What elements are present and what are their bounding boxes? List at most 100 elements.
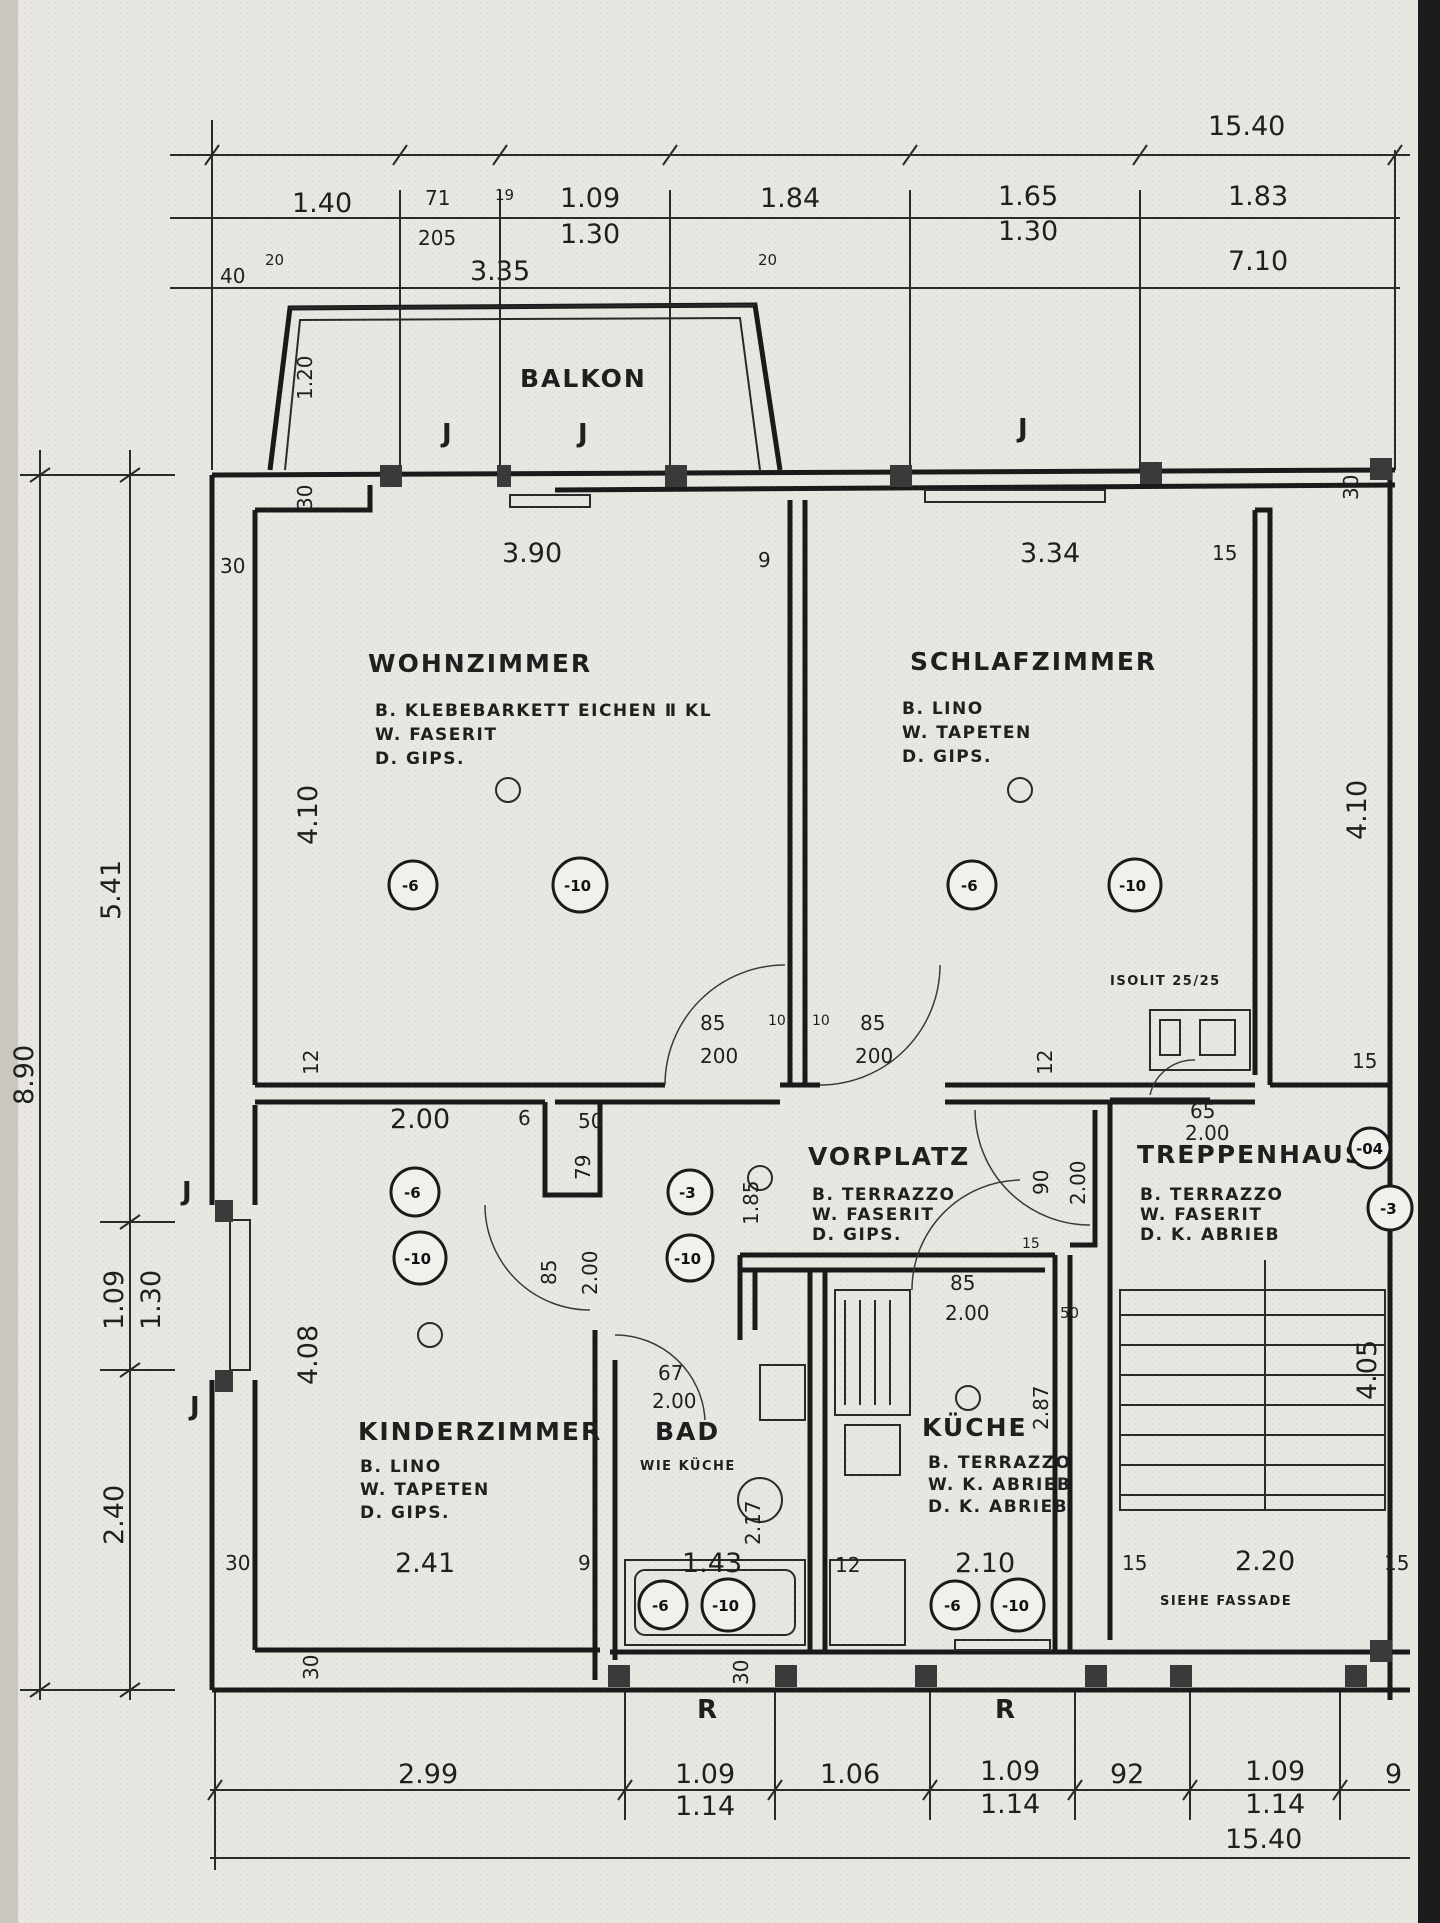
dim-top-2b: 205	[418, 226, 456, 250]
dim-balkon-b: 20	[265, 251, 284, 269]
window-markers: J J J J J R R	[180, 414, 1028, 1725]
kueche-ceiling: D. K. ABRIEB	[928, 1497, 1068, 1517]
dim-ku-door-w: 85	[950, 1271, 975, 1295]
dim-left-win-b: 1.30	[136, 1270, 167, 1330]
dim-wall-12-c: 12	[1033, 1050, 1057, 1075]
ceiling-lights	[417, 777, 1033, 1411]
window-j-5: J	[188, 1392, 200, 1422]
dim-wall-9-b: 9	[578, 1551, 591, 1575]
dim-tr-200: 2.00	[1066, 1160, 1090, 1205]
symbol-m10-kz: -10	[392, 1230, 448, 1286]
dim-sz-right: 15	[1212, 541, 1237, 565]
dim-bottom-2b: 1.14	[675, 1791, 735, 1822]
dim-wall-12-b: 12	[299, 1050, 323, 1075]
dim-ku-width: 2.10	[955, 1548, 1015, 1579]
dim-wz-height: 4.10	[293, 785, 324, 845]
schlafzimmer-floor: B. LINO	[902, 699, 984, 719]
schlafzimmer-label: SCHLAFZIMMER	[910, 647, 1157, 676]
dim-top-3: 19	[495, 186, 514, 204]
dim-bottom-3: 1.06	[820, 1759, 880, 1790]
treppenhaus-ceiling: D. K. ABRIEB	[1140, 1225, 1280, 1245]
dim-left-total: 8.90	[9, 1045, 40, 1105]
dim-ku-287: 2.87	[1029, 1385, 1053, 1430]
dim-wall-30-f: 30	[729, 1660, 753, 1685]
isolit-note: ISOLIT 25/25	[1110, 974, 1221, 989]
dim-overall-top: 15.40	[1208, 111, 1285, 142]
dim-balkon-d: 20	[758, 251, 777, 269]
balkon-label: BALKON	[520, 364, 647, 393]
wohnzimmer-ceiling: D. GIPS.	[375, 749, 465, 769]
window-r-2: R	[995, 1695, 1015, 1725]
fixtures	[624, 1009, 1251, 1646]
svg-text:-04: -04	[1356, 1140, 1383, 1158]
dim-wall-30-d: 30	[1339, 475, 1363, 500]
wohnzimmer-floor: B. KLEBEBARKETT EICHEN Ⅱ KL	[375, 701, 712, 721]
dim-top-5: 1.84	[760, 183, 820, 214]
dim-top-4b: 1.30	[560, 219, 620, 250]
bad-label: BAD	[655, 1417, 720, 1446]
dim-overall-bottom: 15.40	[1225, 1824, 1302, 1855]
dim-wall-15-a: 15	[1122, 1551, 1147, 1575]
symbol-m6-ku: -6	[929, 1579, 981, 1631]
dim-kz-top: 2.00	[390, 1104, 450, 1135]
svg-text:-6: -6	[652, 1597, 669, 1615]
dim-vp-185: 1.85	[739, 1180, 763, 1225]
bad-note: WIE KÜCHE	[640, 1458, 736, 1474]
kueche-label: KÜCHE	[922, 1412, 1028, 1442]
dim-door-kz-h: 2.00	[578, 1250, 602, 1295]
vertical-dimension-labels: 8.90 5.41 1.09 1.30 2.40 1.20 4.10 4.10 …	[9, 355, 1383, 1685]
dim-bottom-6b: 1.14	[1245, 1789, 1305, 1820]
dim-bad-door-w: 67	[658, 1361, 683, 1385]
electrical-symbols: -6 -10 -6 -10 -6 -10 -3 -10 -6 -10 -6 -1…	[387, 856, 1414, 1633]
dim-bottom-1: 2.99	[398, 1759, 458, 1790]
symbol-m3-vp: -3	[666, 1168, 714, 1216]
dim-tr-door-w: 65	[1190, 1099, 1215, 1123]
svg-text:-10: -10	[1002, 1597, 1029, 1615]
svg-text:-10: -10	[1119, 877, 1146, 895]
dim-balkon-a: 40	[220, 264, 245, 288]
door-swings	[484, 964, 1196, 1421]
symbol-m10-ku: -10	[990, 1577, 1046, 1633]
dim-wall-15-c: 15	[1352, 1049, 1377, 1073]
dim-kz-79: 79	[571, 1155, 595, 1180]
window-j-3: J	[1016, 414, 1028, 444]
kinderzimmer-ceiling: D. GIPS.	[360, 1503, 450, 1523]
kinderzimmer-floor: B. LINO	[360, 1457, 442, 1477]
walls	[209, 467, 1410, 1700]
dim-balkon-depth: 1.20	[293, 355, 317, 400]
window-j-1: J	[440, 419, 452, 449]
dim-tr-90: 90	[1029, 1170, 1053, 1195]
dim-sz-height: 4.10	[1342, 780, 1373, 840]
window-j-2: J	[576, 419, 588, 449]
window-j-4: J	[180, 1177, 192, 1207]
dim-wz-width: 3.90	[502, 538, 562, 569]
treppenhaus-wall: W. FASERIT	[1140, 1205, 1262, 1225]
dim-door-kz-w: 85	[537, 1260, 561, 1285]
window-sills	[229, 489, 1106, 1651]
dim-door-wz-w: 85	[700, 1011, 725, 1035]
dimension-ticks	[29, 144, 1403, 1801]
dim-wall-10-a: 10	[768, 1013, 786, 1029]
symbol-m10-sz: -10	[1107, 857, 1163, 913]
dim-wall-30-e: 30	[299, 1655, 323, 1680]
dim-tr-width: 2.20	[1235, 1546, 1295, 1577]
dim-kz-height: 4.08	[293, 1325, 324, 1385]
fassade-note: SIEHE FASSADE	[1160, 1594, 1292, 1609]
svg-text:-6: -6	[944, 1597, 961, 1615]
dim-wall-30-a: 30	[220, 554, 245, 578]
schlafzimmer-wall: W. TAPETEN	[902, 723, 1032, 743]
dim-wall-10-b: 10	[812, 1013, 830, 1029]
svg-text:-6: -6	[404, 1184, 421, 1202]
svg-text:-6: -6	[961, 877, 978, 895]
dim-top-6b: 1.30	[998, 216, 1058, 247]
dim-sz-width: 3.34	[1020, 538, 1080, 569]
dim-bottom-5: 92	[1110, 1759, 1144, 1790]
stairs	[1119, 1260, 1386, 1511]
dim-kz-50: 50	[578, 1109, 603, 1133]
dim-top-1: 1.40	[292, 188, 352, 219]
dim-door-wz-h: 200	[700, 1044, 738, 1068]
dim-wall-12-a: 12	[835, 1553, 860, 1577]
symbol-m6-kz: -6	[389, 1166, 441, 1218]
dimension-lines	[20, 120, 1410, 1870]
